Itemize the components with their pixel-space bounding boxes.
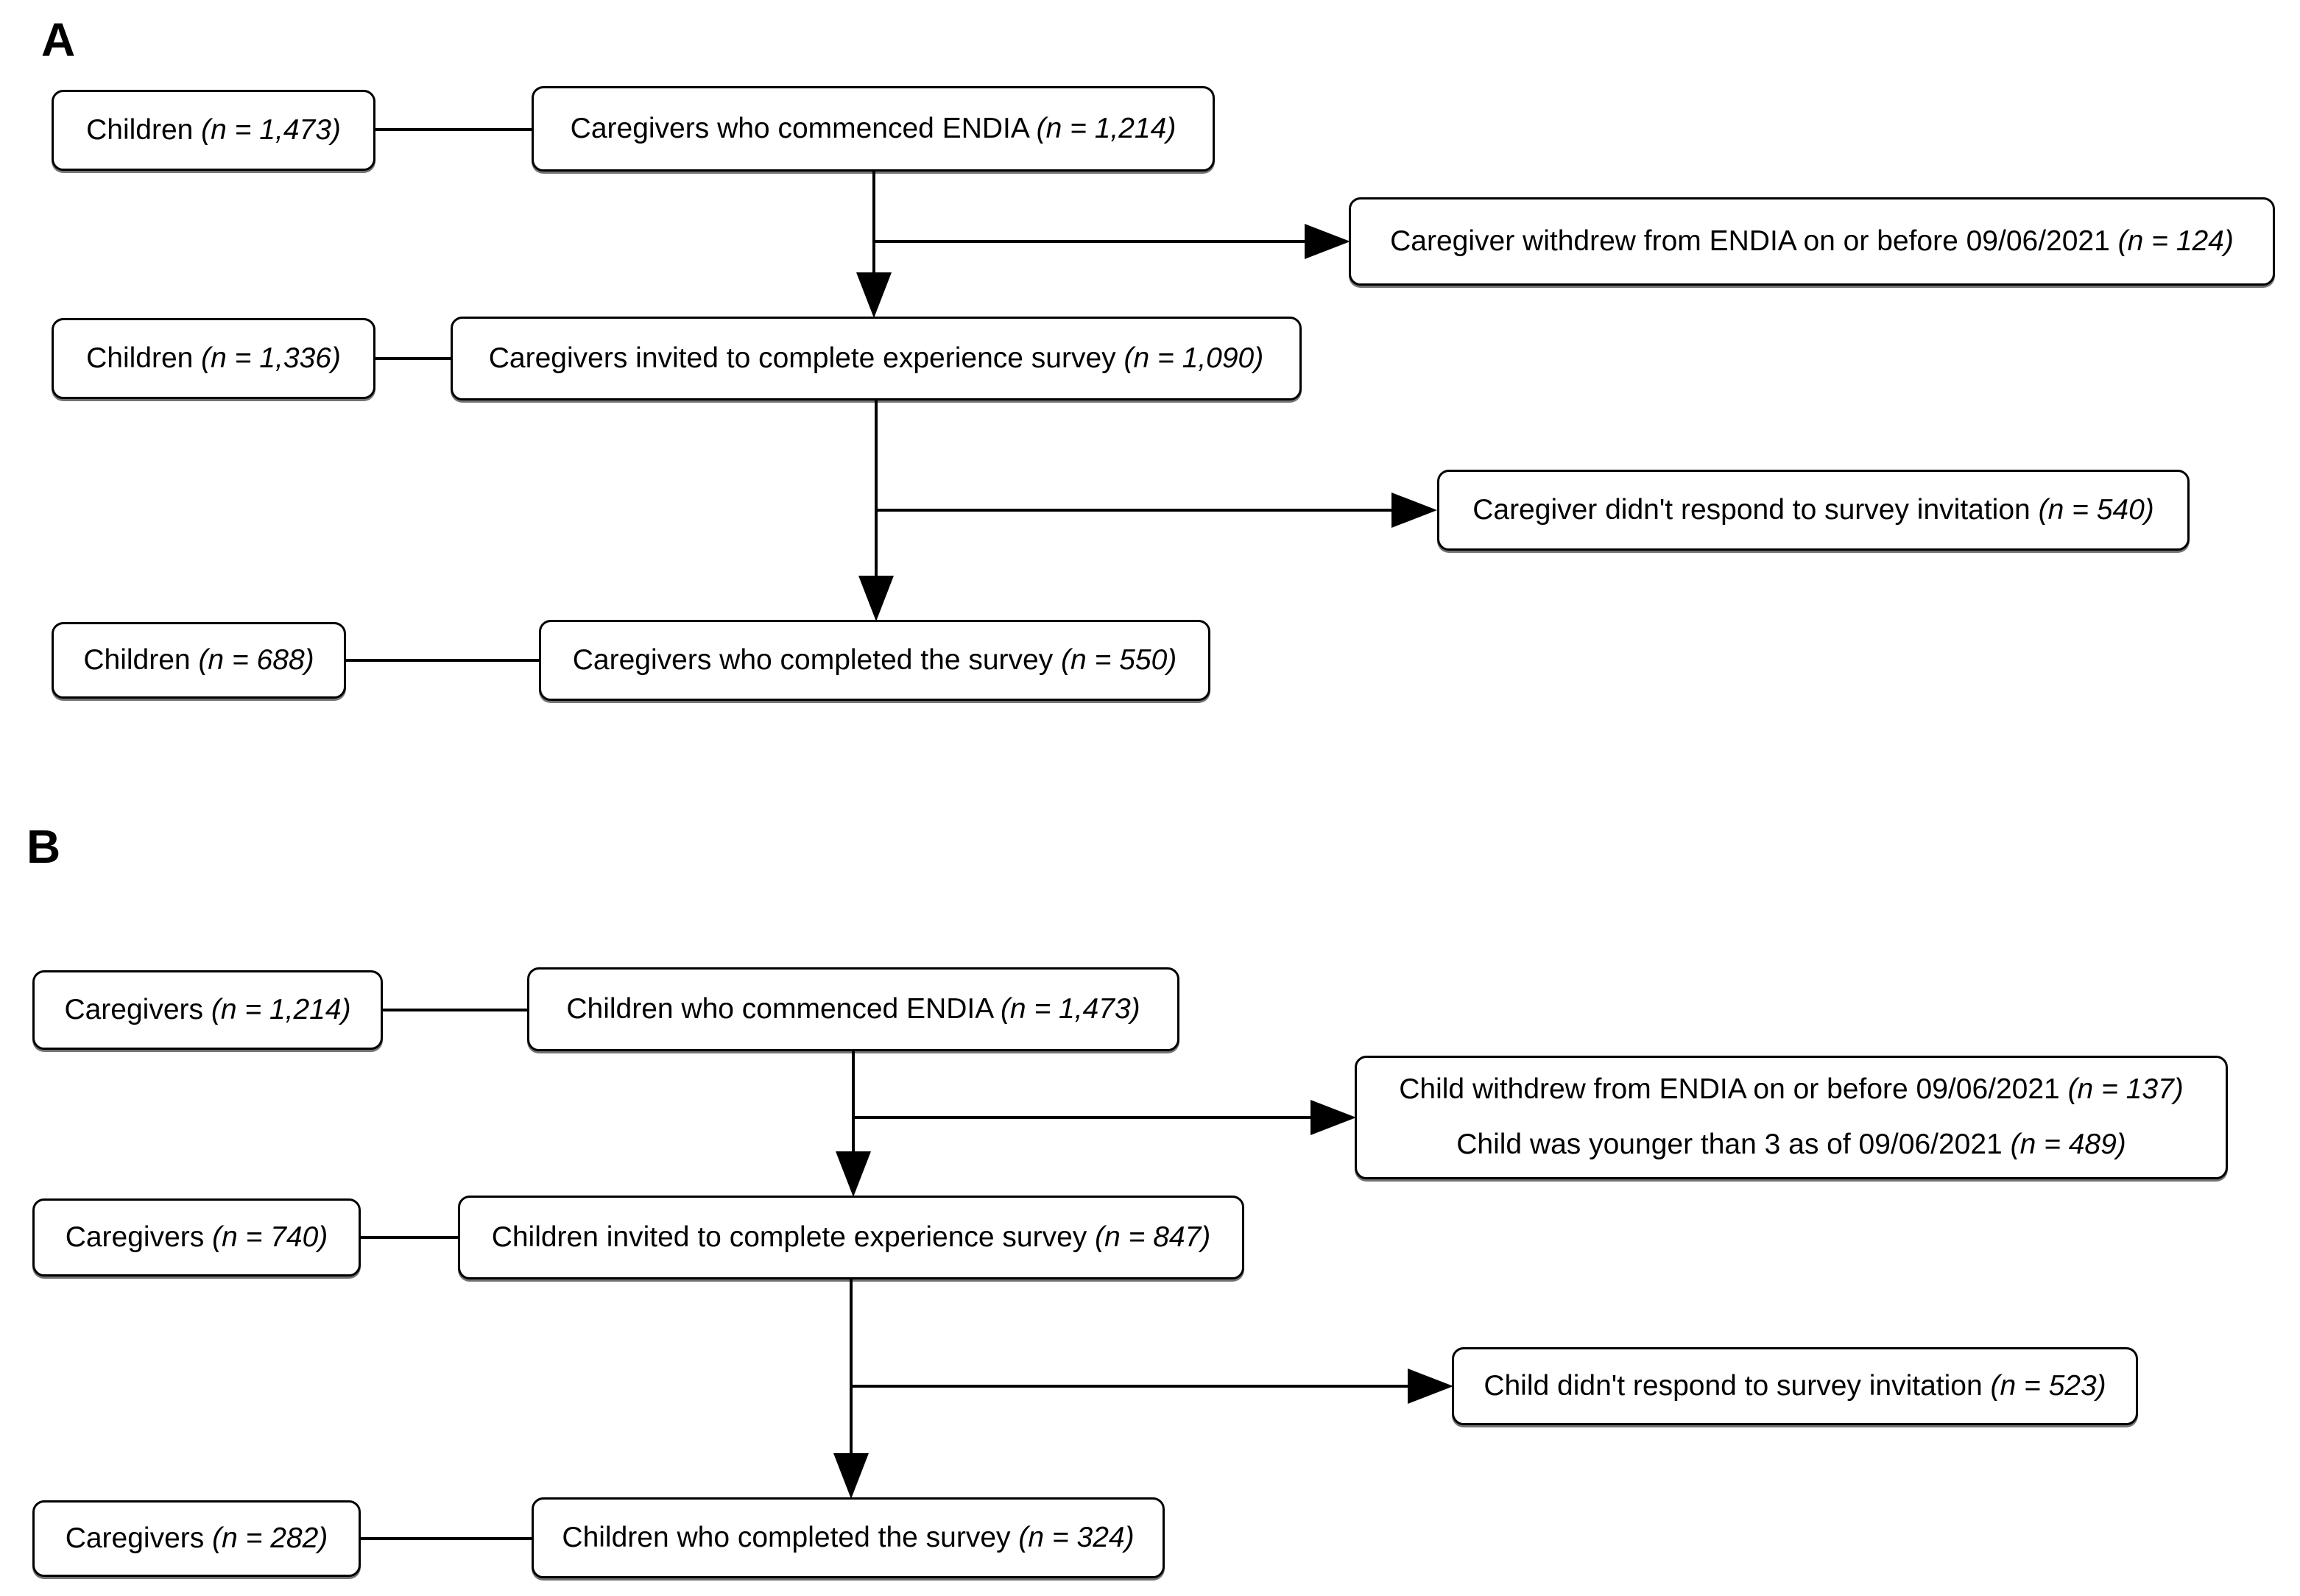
box-text: Children (n = 688) [83,643,314,679]
panel-a-exclusion1-box: Caregiver withdrew from ENDIA on or befo… [1349,197,2275,286]
arrowhead-right-icon [1408,1369,1453,1404]
panel-b-row2-main-box: Children invited to complete experience … [458,1196,1244,1279]
n-value: (n = 688) [198,643,314,676]
n-value: (n = 1,214) [211,993,351,1025]
label-text: Child didn't respond to survey invitatio… [1484,1369,1991,1402]
arrowhead-right-icon [1305,224,1350,259]
label-text: Caregiver didn't respond to survey invit… [1472,493,2039,526]
box-text: Children (n = 1,336) [86,341,341,377]
label-text: Children [83,643,199,676]
label-text: Children who completed the survey [562,1521,1019,1553]
n-value: (n = 523) [1990,1369,2106,1402]
box-text: Caregivers (n = 740) [66,1220,328,1256]
connector-line [852,1116,1312,1119]
label-text: Caregivers [65,1221,213,1253]
label-text: Caregivers who commenced ENDIA [570,112,1037,144]
arrowhead-right-icon [1391,492,1437,528]
n-value: (n = 489) [2010,1129,2126,1160]
box-text: Child withdrew from ENDIA on or before 0… [1399,1072,2184,1108]
n-value: (n = 1,473) [201,113,341,146]
n-value: (n = 124) [2117,225,2234,257]
label-text: Caregivers [64,993,211,1025]
arrowhead-down-icon [833,1453,869,1499]
box-text: Caregivers (n = 282) [66,1521,328,1557]
connector-line [872,172,875,272]
connector-line [875,509,1393,512]
box-text: Caregiver didn't respond to survey invit… [1472,492,2154,529]
connector-line [375,128,532,131]
panel-b-row3-side-box: Caregivers (n = 282) [32,1500,361,1577]
box-text: Caregivers invited to complete experienc… [489,341,1263,377]
panel-b-label: B [27,820,61,873]
connector-line [872,240,1306,243]
panel-b-row2-side-box: Caregivers (n = 740) [32,1198,361,1277]
box-text: Caregivers who completed the survey (n =… [573,643,1177,679]
label-text: Caregivers who completed the survey [572,643,1062,676]
panel-a-row1-main-box: Caregivers who commenced ENDIA (n = 1,21… [532,86,1215,172]
connector-line [850,1279,853,1453]
label-text: Children who commenced ENDIA [566,992,1001,1025]
label-text: Caregivers invited to complete experienc… [488,342,1124,374]
arrowhead-right-icon [1310,1100,1356,1135]
arrowhead-down-icon [836,1151,871,1197]
connector-line [850,1385,1409,1388]
n-value: (n = 550) [1061,643,1177,676]
connector-line [875,400,878,576]
label-text: Caregiver withdrew from ENDIA on or befo… [1390,225,2118,257]
connector-line [852,1051,855,1151]
label-text: Children invited to complete experience … [491,1221,1096,1253]
n-value: (n = 540) [2038,493,2154,526]
n-value: (n = 324) [1018,1521,1135,1553]
box-text: Children who completed the survey (n = 3… [562,1520,1134,1556]
panel-b-row1-side-box: Caregivers (n = 1,214) [32,970,383,1050]
label-text: Children [86,113,202,146]
panel-a-row3-side-box: Children (n = 688) [52,622,346,699]
panel-a-label: A [41,13,76,66]
box-text: Children invited to complete experience … [492,1220,1211,1256]
panel-b-row1-main-box: Children who commenced ENDIA (n = 1,473) [527,967,1179,1051]
box-text: Children (n = 1,473) [86,113,341,149]
n-value: (n = 1,214) [1036,112,1177,144]
box-text: Caregivers who commenced ENDIA (n = 1,21… [571,111,1177,147]
n-value: (n = 1,473) [1000,992,1140,1025]
connector-line [375,357,451,360]
panel-a-row3-main-box: Caregivers who completed the survey (n =… [539,620,1210,701]
label-text: Children [86,342,202,374]
panel-a-row2-main-box: Caregivers invited to complete experienc… [451,317,1302,400]
box-text: Caregiver withdrew from ENDIA on or befo… [1390,224,2234,260]
n-value: (n = 282) [212,1522,328,1554]
label-text: Caregivers [65,1522,213,1554]
n-value: (n = 137) [2067,1073,2184,1106]
box-text: Child didn't respond to survey invitatio… [1484,1369,2106,1405]
label-text: Child withdrew from ENDIA on or before 0… [1399,1073,2068,1106]
panel-b-exclusion1-box: Child withdrew from ENDIA on or before 0… [1355,1056,2228,1179]
label-text: Child was younger than 3 as of 09/06/202… [1456,1129,2011,1160]
arrowhead-down-icon [856,272,892,318]
box-text: Children who commenced ENDIA (n = 1,473) [566,992,1140,1028]
connector-line [361,1236,458,1239]
box-text: Caregivers (n = 1,214) [64,992,350,1028]
n-value: (n = 847) [1095,1221,1211,1253]
panel-b-exclusion2-box: Child didn't respond to survey invitatio… [1452,1347,2138,1425]
n-value: (n = 740) [212,1221,328,1253]
connector-line [383,1009,527,1011]
connector-line [346,659,539,662]
panel-a-row1-side-box: Children (n = 1,473) [52,90,375,171]
panel-b-row3-main-box: Children who completed the survey (n = 3… [532,1497,1165,1578]
n-value: (n = 1,336) [201,342,341,374]
n-value: (n = 1,090) [1123,342,1264,374]
connector-line [361,1537,532,1540]
box-text: Child was younger than 3 as of 09/06/202… [1456,1127,2126,1163]
panel-a-row2-side-box: Children (n = 1,336) [52,318,375,399]
panel-a-exclusion2-box: Caregiver didn't respond to survey invit… [1437,470,2190,551]
arrowhead-down-icon [858,576,894,621]
